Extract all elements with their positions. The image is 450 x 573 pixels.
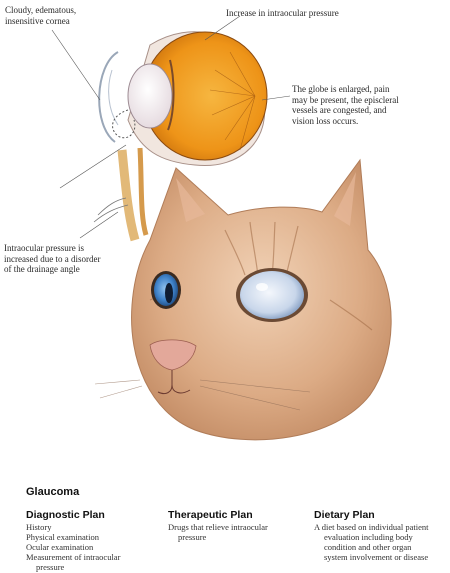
- list-item: Measurement of intraocular: [26, 552, 121, 562]
- eye-cross-section: [93, 31, 268, 242]
- list-item: Ocular examination: [26, 542, 94, 552]
- cloudy-eye: [240, 271, 304, 319]
- cornea-label-line: insensitive cornea: [5, 15, 70, 26]
- dietary-plan: Dietary Plan A diet based on individual …: [314, 509, 450, 562]
- list-item: condition and other organ: [324, 542, 412, 552]
- list-item: pressure: [36, 562, 65, 572]
- globe-label-line: may be present, the episcleral: [292, 94, 399, 105]
- therapeutic-plan: Therapeutic Plan Drugs that relieve intr…: [168, 509, 298, 542]
- dietary-plan-heading: Dietary Plan: [314, 509, 375, 521]
- list-item: History: [26, 522, 52, 532]
- cat-face: [94, 158, 392, 441]
- glaucoma-illustration: [51, 15, 392, 441]
- globe-label-line: The globe is enlarged, pain: [292, 84, 390, 94]
- list-item: system involvement or disease: [324, 552, 429, 562]
- drainage-label: Intraocular pressure is increased due to…: [4, 243, 134, 275]
- list-item: Drugs that relieve intraocular: [168, 522, 268, 532]
- list-item: A diet based on individual patient: [314, 522, 429, 532]
- globe-label-line: vision loss occurs.: [292, 115, 359, 126]
- drainage-label-line: Intraocular pressure is: [4, 243, 84, 253]
- globe-label: The globe is enlarged, pain may be prese…: [292, 84, 442, 126]
- pressure-label: Increase in intraocular pressure: [226, 8, 339, 18]
- diagnostic-plan: Diagnostic Plan History Physical examina…: [26, 509, 156, 572]
- cornea-label: Cloudy, edematous, insensitive cornea: [5, 5, 115, 26]
- list-item: pressure: [178, 532, 207, 542]
- list-item: Physical examination: [26, 532, 99, 542]
- list-item: evaluation including body: [324, 532, 413, 542]
- page-title: Glaucoma: [26, 486, 80, 498]
- cornea-label-line: Cloudy, edematous,: [5, 5, 77, 15]
- leader-lines: [51, 15, 291, 239]
- diagnostic-plan-heading: Diagnostic Plan: [26, 509, 105, 521]
- drainage-label-line: increased due to a disorder: [4, 253, 101, 264]
- globe-label-line: vessels are congested, and: [292, 105, 387, 115]
- therapeutic-plan-heading: Therapeutic Plan: [168, 509, 253, 521]
- drainage-label-line: of the drainage angle: [4, 264, 80, 274]
